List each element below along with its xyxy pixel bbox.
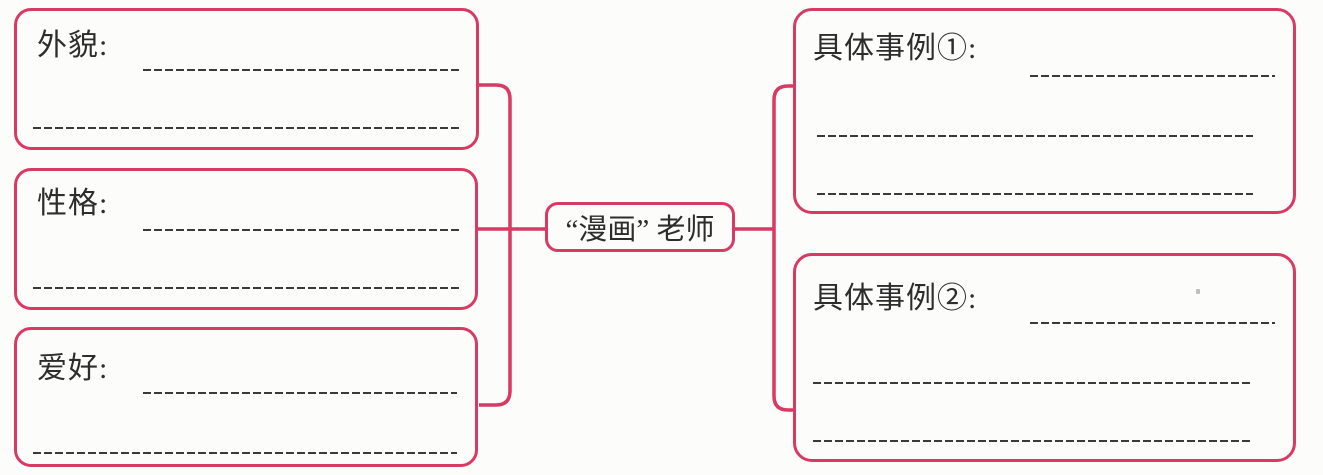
- node-hobby-label: 爱好:: [37, 352, 109, 385]
- node-example-1-label: 具体事例①:: [813, 32, 978, 65]
- node-example-1: 具体事例①:: [793, 8, 1296, 214]
- blank-line: [33, 127, 460, 129]
- blank-line: [143, 392, 457, 394]
- blank-line: [143, 69, 462, 71]
- blank-line: [33, 287, 459, 289]
- left-bracket-connector: [479, 83, 512, 407]
- node-example-2-label: 具体事例②:: [813, 282, 978, 315]
- blank-line: [813, 382, 1253, 384]
- blank-line: [813, 440, 1253, 442]
- node-hobby: 爱好:: [14, 327, 478, 467]
- node-center-topic-label: “漫画” 老师: [565, 214, 715, 246]
- node-example-2: 具体事例②:: [793, 253, 1296, 462]
- node-center-topic: “漫画” 老师: [545, 202, 735, 252]
- node-personality-label: 性格:: [37, 187, 109, 220]
- blank-line: [817, 135, 1253, 137]
- node-personality: 性格:: [14, 168, 478, 310]
- right-bracket-connector: [772, 84, 793, 412]
- blank-line: [33, 452, 457, 454]
- scan-speck-artifact: [1196, 289, 1200, 294]
- blank-line: [143, 229, 459, 231]
- blank-line: [1030, 322, 1275, 324]
- node-appearance-label: 外貌:: [37, 29, 109, 62]
- node-appearance: 外貌:: [14, 8, 479, 150]
- blank-line: [817, 193, 1253, 195]
- blank-line: [1030, 75, 1275, 77]
